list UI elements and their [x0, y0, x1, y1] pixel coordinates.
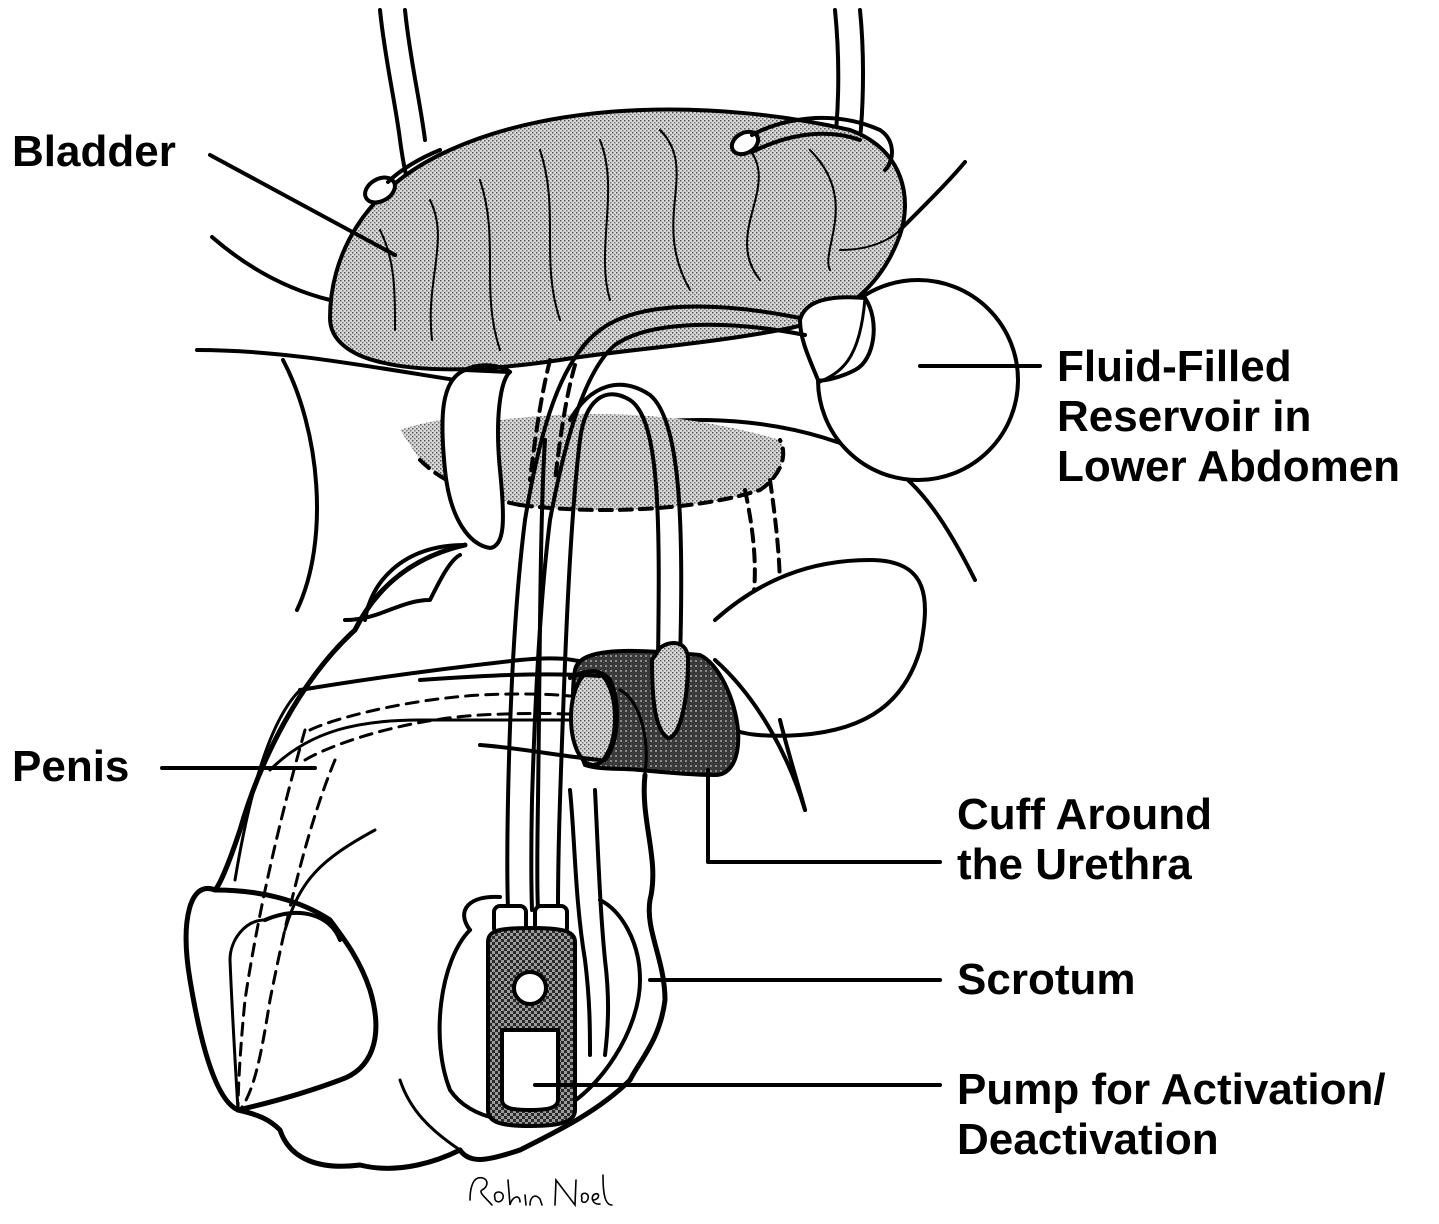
label-cuff: Cuff Around the Urethra [957, 790, 1212, 890]
pump [488, 906, 575, 1126]
bladder-leader-line [210, 155, 395, 255]
label-reservoir: Fluid-Filled Reservoir in Lower Abdomen [1057, 342, 1400, 492]
label-reservoir-line-3: Lower Abdomen [1057, 442, 1400, 492]
cuff-leader-line [708, 770, 940, 862]
label-reservoir-line-2: Reservoir in [1057, 392, 1400, 442]
label-penis: Penis [12, 742, 129, 792]
label-bladder: Bladder [12, 127, 176, 177]
label-scrotum: Scrotum [957, 955, 1135, 1005]
label-pump-line-2: Deactivation [957, 1115, 1386, 1165]
bladder-neck-ring [442, 365, 510, 548]
label-cuff-line-2: the Urethra [957, 840, 1212, 890]
label-pump: Pump for Activation/ Deactivation [957, 1065, 1386, 1165]
artist-signature [470, 1175, 612, 1205]
label-cuff-line-1: Cuff Around [957, 790, 1212, 840]
reservoir [800, 280, 1018, 480]
cuff [420, 643, 738, 775]
label-reservoir-line-1: Fluid-Filled [1057, 342, 1400, 392]
label-pump-line-1: Pump for Activation/ [957, 1065, 1386, 1115]
